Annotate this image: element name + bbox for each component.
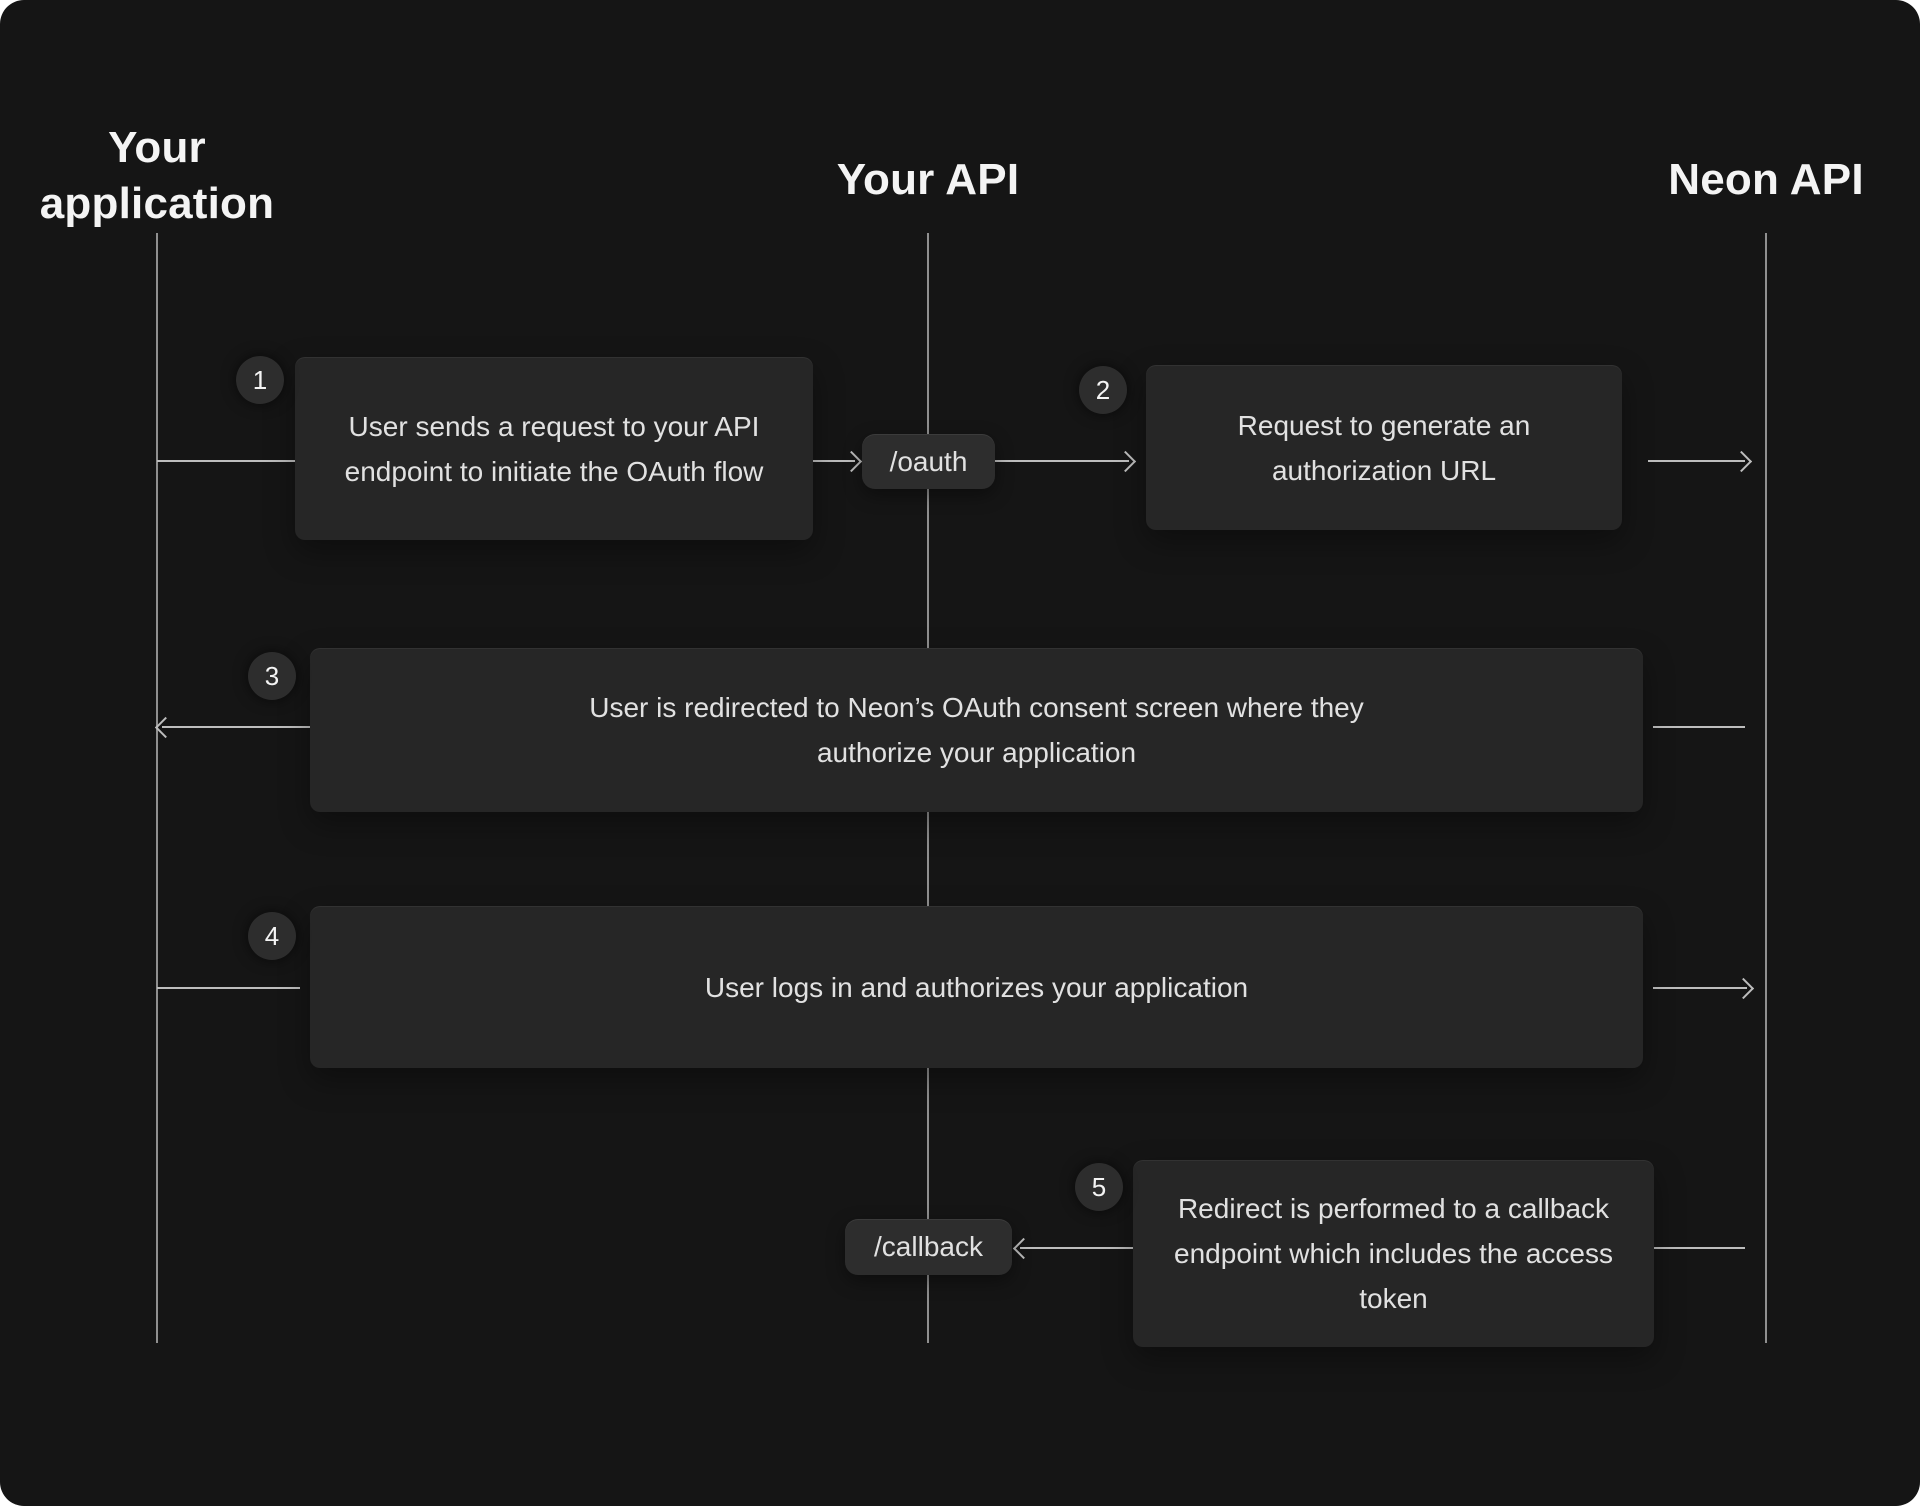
step-5-line-from-neon <box>1653 1247 1745 1249</box>
step-1-message-text: User sends a request to your API endpoin… <box>344 410 764 487</box>
step-1-line-to-oauth <box>813 460 855 462</box>
step-2-arrow-right-icon <box>1114 450 1137 473</box>
step-2-arrow-to-neon-icon <box>1730 450 1753 473</box>
step-5-arrow-left-icon <box>1012 1237 1035 1260</box>
step-1-line-from-application <box>157 460 295 462</box>
step-5-message-box: Redirect is performed to a callback endp… <box>1133 1160 1654 1347</box>
step-5-badge: 5 <box>1075 1163 1123 1211</box>
step-2-line-from-oauth <box>995 460 1129 462</box>
step-3-badge: 3 <box>248 652 296 700</box>
step-3-line-from-neon <box>1653 726 1745 728</box>
callback-endpoint-label: /callback <box>845 1219 1012 1275</box>
step-2-badge: 2 <box>1079 366 1127 414</box>
step-4-badge: 4 <box>248 912 296 960</box>
step-5-message-text: Redirect is performed to a callback endp… <box>1174 1193 1613 1314</box>
step-2-message-box: Request to generate an authorization URL <box>1146 365 1622 530</box>
step-1-badge: 1 <box>236 356 284 404</box>
lane-header-your-api: Your API <box>836 155 1020 204</box>
lane-header-neon-api: Neon API <box>1668 155 1864 204</box>
step-4-arrow-right-icon <box>1732 977 1755 1000</box>
step-2-line-to-neon <box>1648 460 1745 462</box>
step-3-message-text: User is redirected to Neon’s OAuth conse… <box>589 692 1364 768</box>
step-2-message-text: Request to generate an authorization URL <box>1237 409 1531 486</box>
step-5-line-to-callback <box>1020 1247 1133 1249</box>
lifeline-neon-api <box>1765 233 1767 1343</box>
oauth-endpoint-label: /oauth <box>862 434 995 489</box>
step-4-message-box: User logs in and authorizes your applica… <box>310 906 1643 1068</box>
step-3-message-box: User is redirected to Neon’s OAuth conse… <box>310 648 1643 812</box>
step-4-message-text: User logs in and authorizes your applica… <box>704 971 1249 1003</box>
lifeline-your-application <box>156 233 158 1343</box>
lane-header-your-application: Your application <box>39 123 275 228</box>
step-4-line-from-application <box>157 987 300 989</box>
step-3-arrow-left-icon <box>154 716 177 739</box>
step-3-line-to-application <box>162 726 310 728</box>
step-4-line-to-neon <box>1653 987 1747 989</box>
step-1-message-box: User sends a request to your API endpoin… <box>295 357 813 540</box>
step-1-arrow-right-icon <box>840 450 863 473</box>
